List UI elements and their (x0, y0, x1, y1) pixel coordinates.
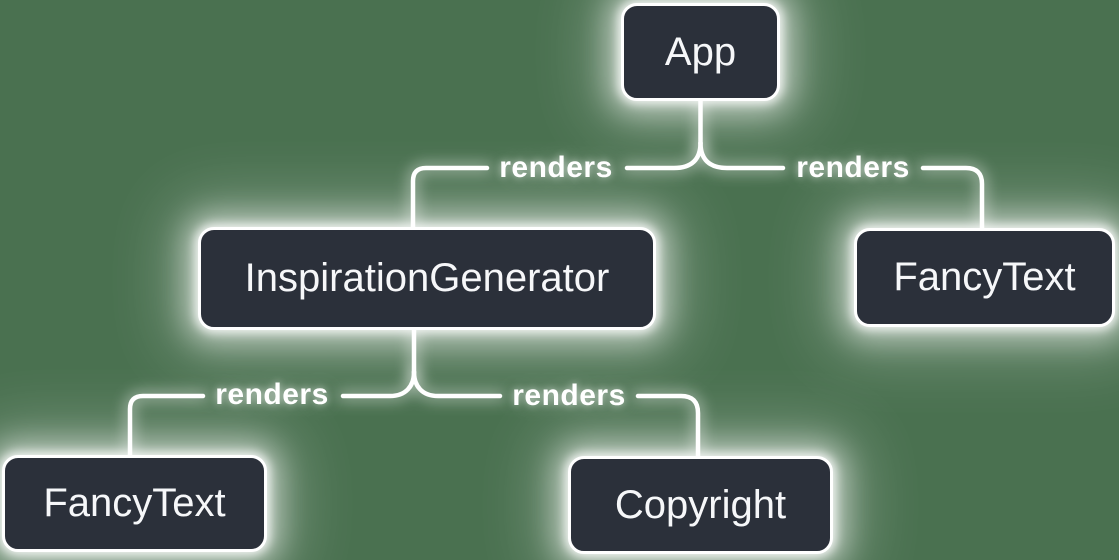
node-fancy-text-top-label: FancyText (893, 255, 1076, 299)
edge-inspiration-generator-to-copyright (411, 369, 701, 459)
edge-branch-right (698, 140, 786, 171)
edge-label-renders-inspiration-copyright: renders (512, 379, 626, 412)
edge-drop-left (410, 165, 490, 230)
edge-app-to-fancy-text (698, 140, 985, 231)
edge-drop-left (127, 393, 206, 458)
node-app: App (621, 3, 780, 101)
edge-label-renders-inspiration-fancytext: renders (215, 378, 329, 411)
node-app-label: App (664, 29, 737, 74)
node-copyright-label: Copyright (614, 482, 787, 527)
node-inspiration-generator-label: InspirationGenerator (244, 256, 610, 300)
node-copyright: Copyright (568, 456, 833, 554)
edge-layer (127, 98, 985, 459)
node-fancy-text-bottom: FancyText (2, 455, 267, 552)
node-fancy-text-bottom-label: FancyText (43, 481, 226, 525)
edge-label-renders-app-fancytext: renders (796, 151, 910, 184)
edge-branch-right (411, 369, 503, 399)
edge-drop-right (920, 165, 985, 231)
node-fancy-text-top: FancyText (854, 228, 1115, 327)
node-inspiration-generator: InspirationGenerator (198, 227, 656, 330)
edge-label-renders-app-inspiration: renders (499, 151, 613, 184)
edge-drop-right (635, 393, 701, 459)
